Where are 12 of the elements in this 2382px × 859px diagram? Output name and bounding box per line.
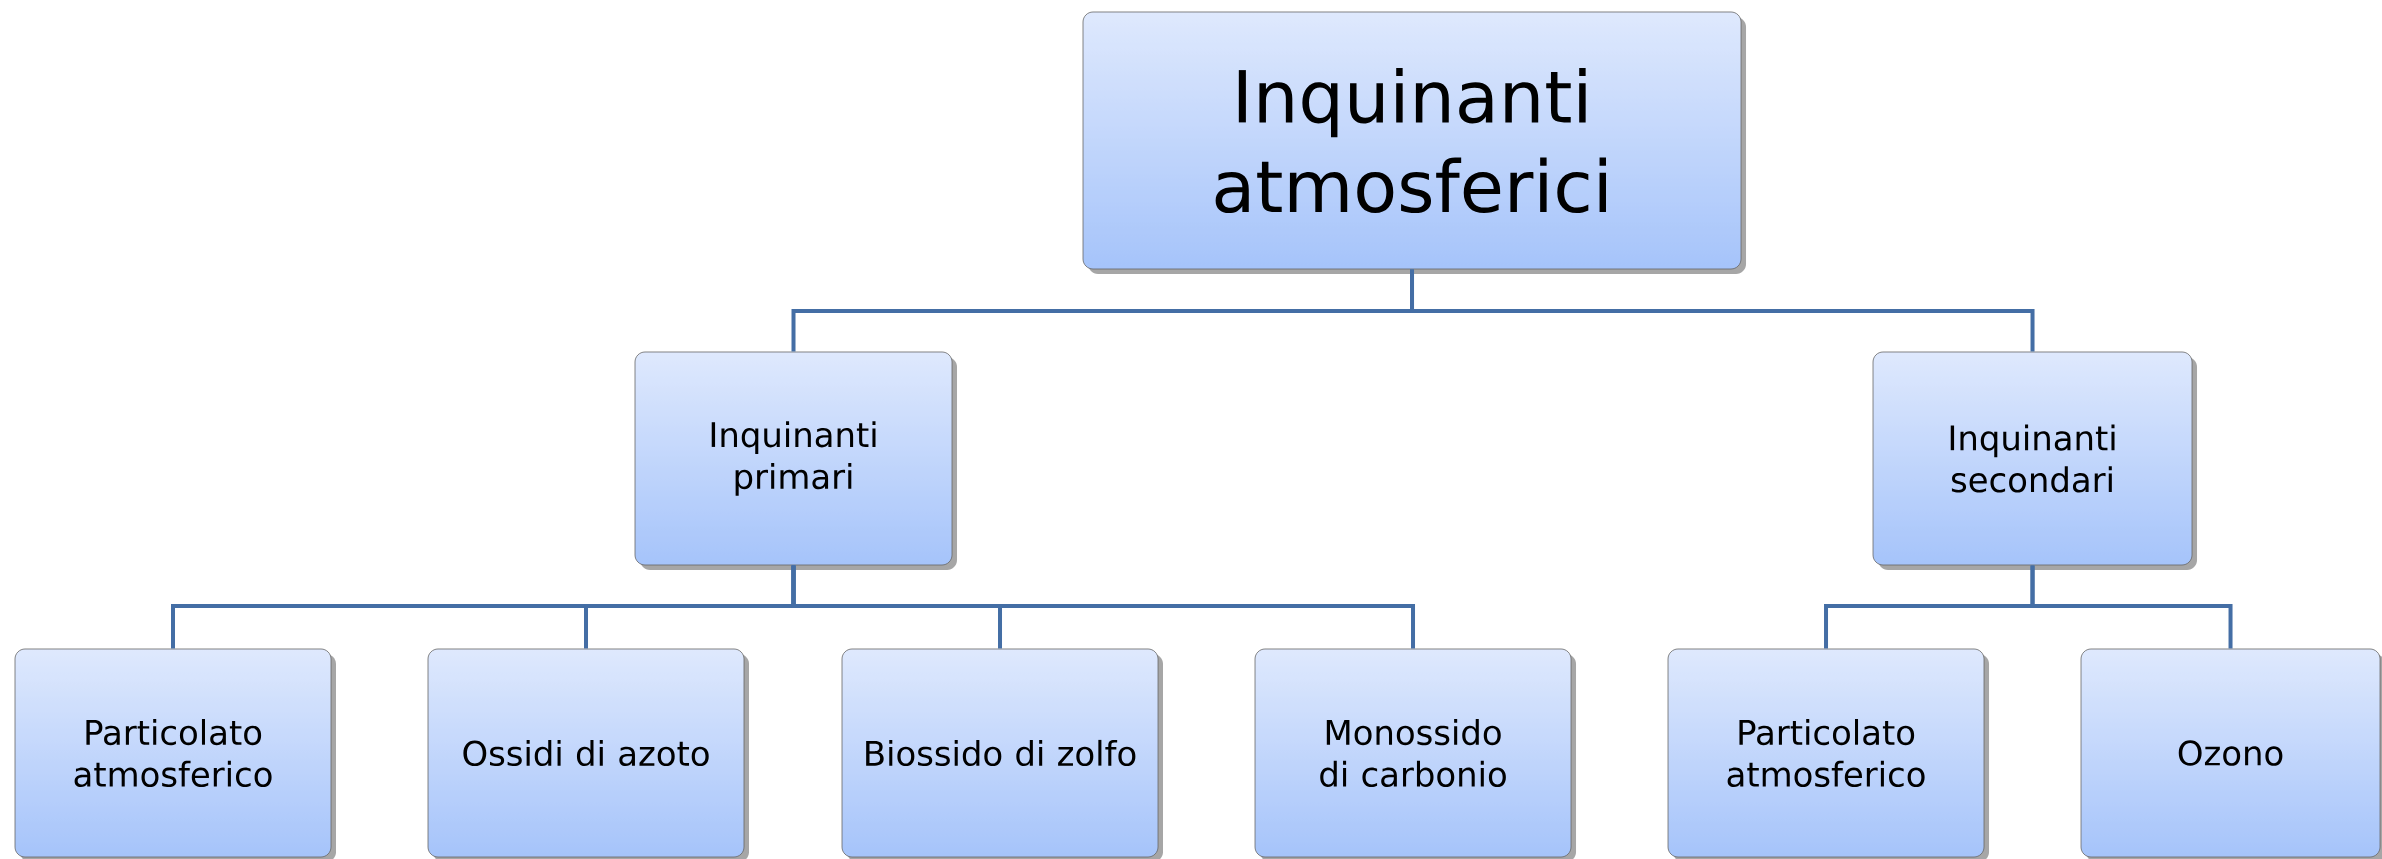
category-box: Inquinanti primari	[634, 351, 953, 566]
category-box: Inquinanti atmosferici	[1082, 11, 1742, 270]
connector-line	[1410, 269, 2035, 352]
connector-line	[791, 565, 1415, 649]
category-box: Ossidi di azoto	[427, 648, 745, 858]
connector-line	[2030, 565, 2233, 649]
category-box: Inquinanti secondari	[1872, 351, 2193, 566]
category-box: Particolato atmosferico	[14, 648, 332, 858]
category-box: Monossido di carbonio	[1254, 648, 1572, 858]
category-box: Biossido di zolfo	[841, 648, 1159, 858]
category-box: Ozono	[2080, 648, 2381, 858]
category-box: Particolato atmosferico	[1667, 648, 1985, 858]
